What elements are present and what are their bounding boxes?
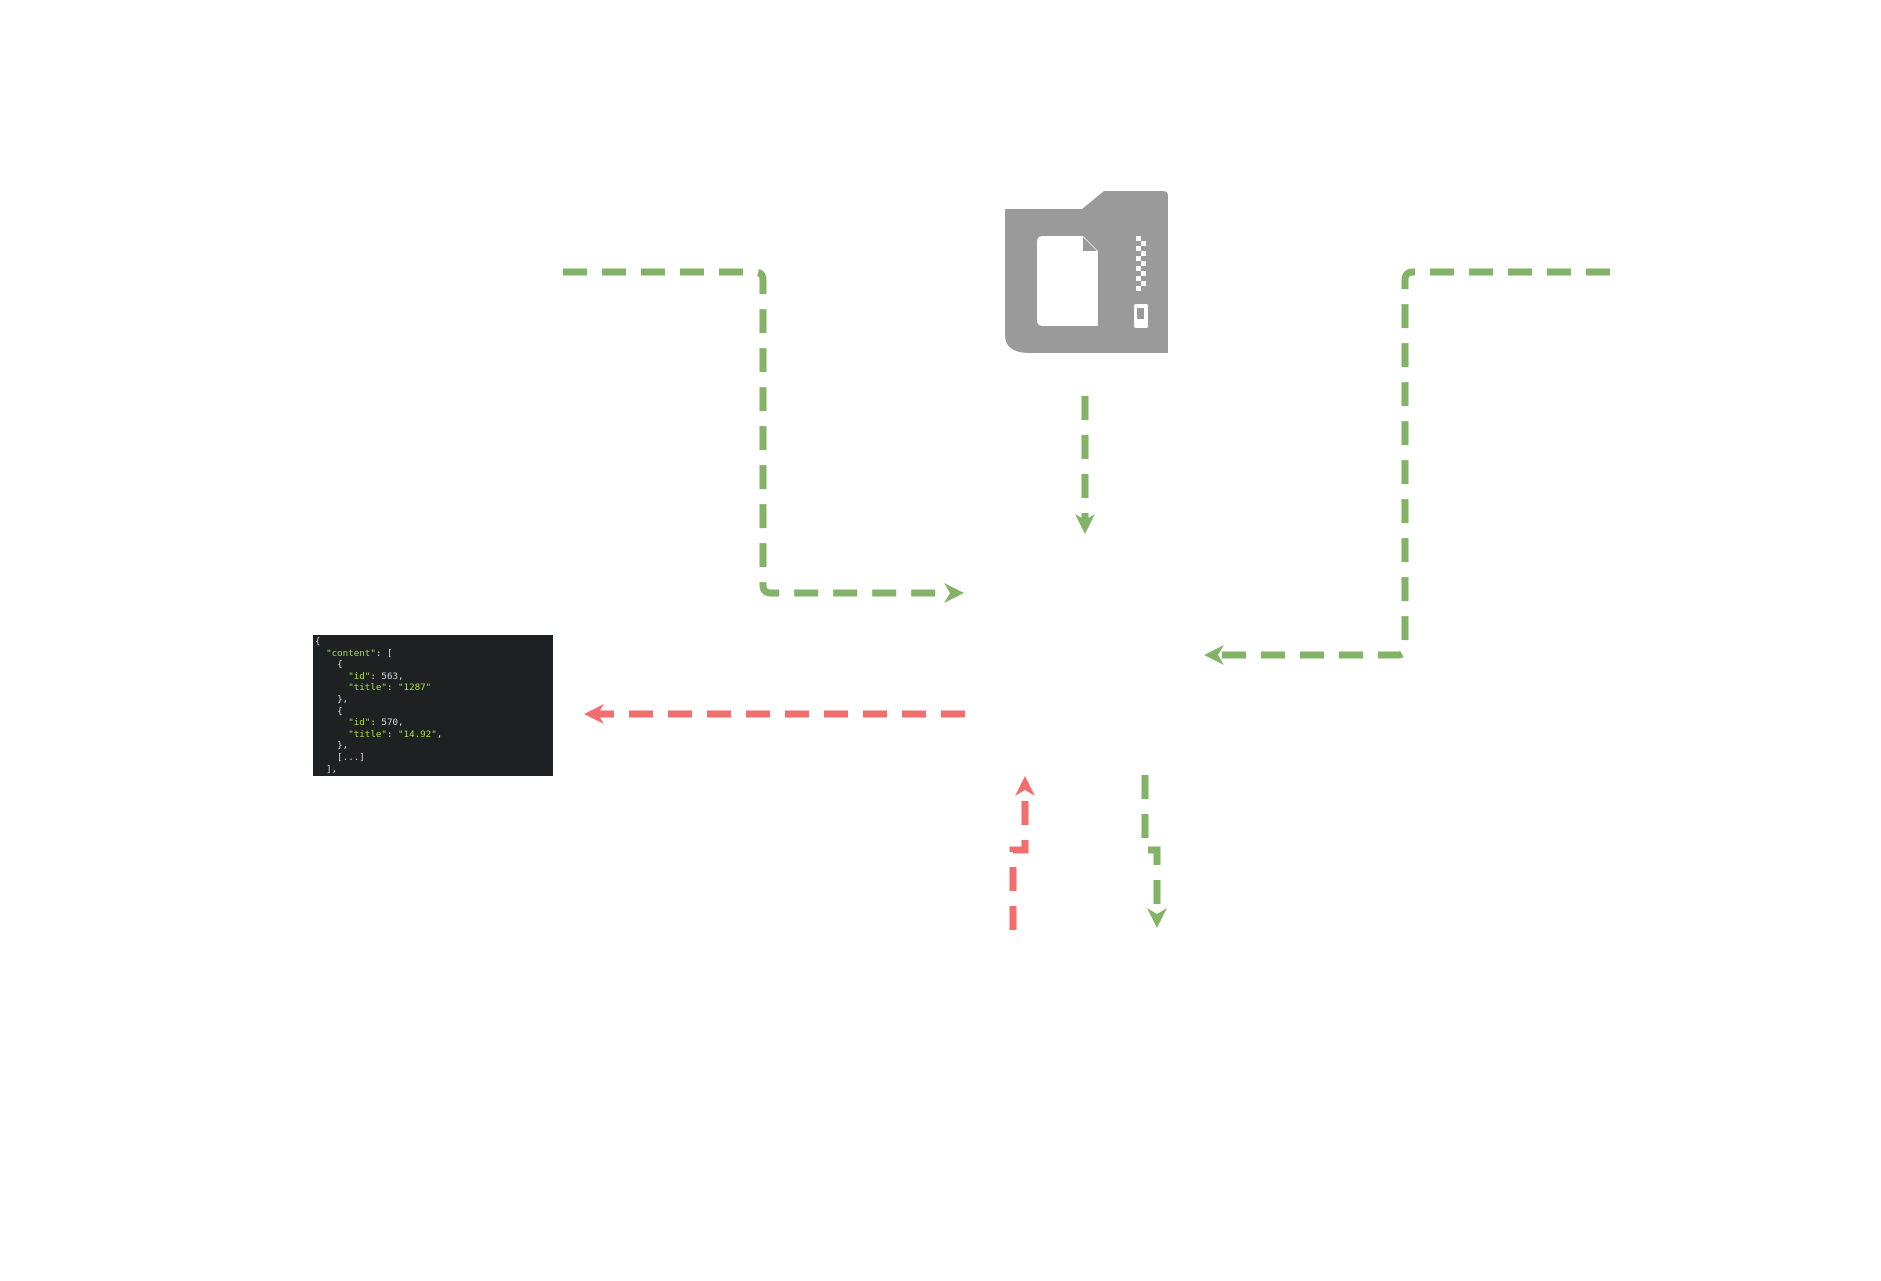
code-token: "1287" (398, 682, 432, 694)
code-line: ], (315, 764, 553, 776)
code-token: : (386, 728, 399, 740)
code-token: , (398, 717, 404, 729)
code-line: "title": "1287" (315, 682, 553, 694)
code-token: , (398, 670, 404, 682)
json-response-snippet: { "content": [ { "id": 563, "title": "12… (313, 635, 553, 776)
json-code: { "content": [ { "id": 563, "title": "12… (315, 636, 553, 775)
code-line: "id": 570, (315, 717, 553, 729)
code-token: [...] (337, 751, 365, 763)
code-token: { (337, 659, 343, 671)
code-token: }, (337, 740, 349, 752)
code-token: 563 (381, 670, 399, 682)
code-indent (315, 706, 337, 717)
code-indent (315, 740, 337, 751)
code-line: { (315, 659, 553, 671)
edge-right-input (1204, 268, 1610, 665)
code-indent (315, 694, 337, 705)
code-line: "content": [ (315, 648, 553, 660)
zip-archive-icon (1005, 191, 1168, 353)
code-token: 570 (381, 717, 399, 729)
code-indent (315, 729, 348, 740)
code-line: [...] (315, 752, 553, 764)
code-token: "id" (348, 717, 371, 729)
code-indent (315, 752, 337, 763)
code-indent (315, 648, 326, 659)
code-token: "title" (348, 728, 387, 740)
code-line: { (315, 636, 553, 648)
code-token: { (337, 705, 343, 717)
code-token: "title" (348, 682, 387, 694)
code-token: ], (326, 763, 338, 775)
code-token: : (386, 682, 399, 694)
code-token: }, (337, 693, 349, 705)
code-token: : (370, 717, 382, 729)
code-token: { (315, 636, 321, 647)
code-indent (315, 682, 348, 693)
edge-left-input (563, 268, 964, 603)
code-indent (315, 659, 337, 670)
edge-error-up (1009, 776, 1035, 930)
code-indent (315, 764, 326, 775)
code-token: : [ (375, 647, 393, 659)
code-token: "content" (326, 647, 376, 659)
code-indent (315, 717, 348, 728)
code-line: { (315, 706, 553, 718)
code-token: "14.92" (398, 728, 437, 740)
code-token: "id" (348, 670, 371, 682)
code-indent (315, 671, 348, 682)
code-line: "title": "14.92", (315, 729, 553, 741)
code-token: : (370, 670, 382, 682)
code-token: , (436, 728, 443, 740)
code-line: "id": 563, (315, 671, 553, 683)
edge-output-down (1141, 775, 1167, 928)
code-line: }, (315, 694, 553, 706)
code-line: }, (315, 740, 553, 752)
